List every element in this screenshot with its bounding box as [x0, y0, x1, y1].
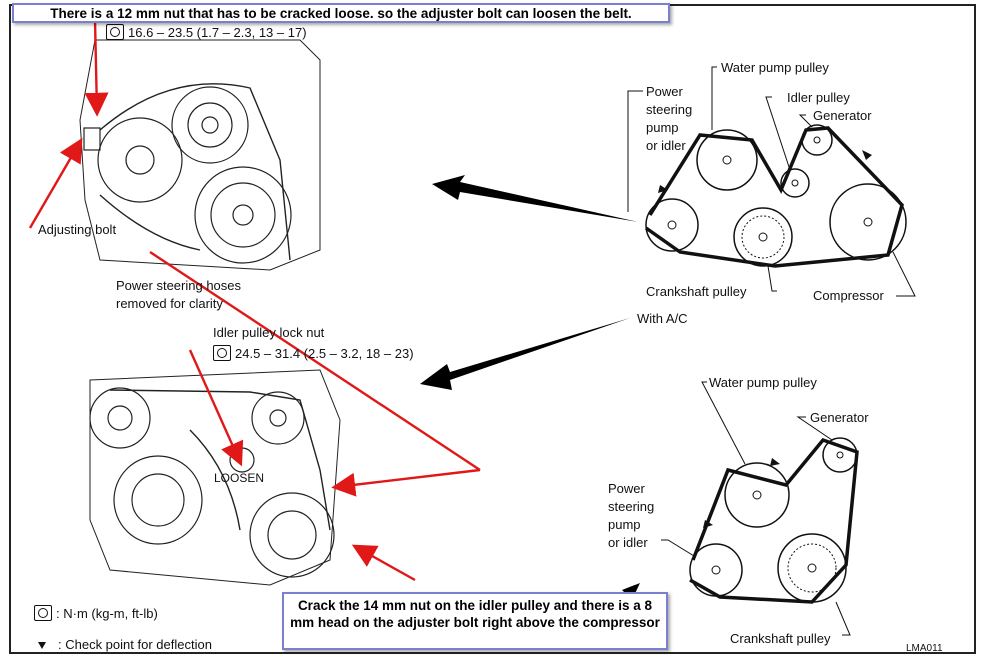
with-ac-label: With A/C — [637, 311, 688, 326]
ps-hoses-line1: Power steering hoses — [116, 278, 242, 293]
torque-top: 16.6 – 23.5 (1.7 – 2.3, 13 – 17) — [106, 24, 307, 40]
callout-top: There is a 12 mm nut that has to be crac… — [12, 3, 670, 23]
callout-top-text: There is a 12 mm nut that has to be crac… — [50, 6, 632, 21]
loosen-label: LOOSEN — [214, 471, 265, 485]
bottom-ps-line2: steering — [608, 499, 655, 514]
idler-lock-nut-label: Idler pulley lock nut — [213, 325, 325, 340]
black-arrows — [420, 175, 640, 600]
torque-wrench-icon — [213, 345, 231, 361]
bottom-ps-line3: pump — [608, 517, 641, 532]
legend-unit: : N·m (kg-m, ft-lb) — [34, 605, 158, 621]
bottom-generator-label: Generator — [810, 410, 869, 425]
legend-unit-text: : N·m (kg-m, ft-lb) — [56, 605, 158, 621]
belt-diagram-top — [644, 124, 907, 268]
top-crankshaft-label: Crankshaft pulley — [646, 284, 747, 299]
leader-lines — [627, 66, 916, 636]
checkpoint-markers — [38, 150, 872, 649]
bottom-crankshaft-label: Crankshaft pulley — [730, 631, 831, 646]
top-generator-label: Generator — [813, 108, 872, 123]
bottom-ps-line1: Power — [608, 481, 645, 496]
callout-bottom: Crack the 14 mm nut on the idler pulley … — [282, 592, 668, 650]
torque-mid: 24.5 – 31.4 (2.5 – 3.2, 18 – 23) — [213, 345, 414, 361]
top-ps-line1: Power — [646, 84, 683, 99]
top-water-pump-label: Water pump pulley — [721, 60, 829, 75]
bottom-water-pump-label: Water pump pulley — [709, 375, 817, 390]
adjusting-bolt-label: Adjusting bolt — [38, 222, 117, 237]
top-ps-line3: pump — [646, 120, 679, 135]
bottom-ps-line4: or idler — [608, 535, 648, 550]
top-compressor-label: Compressor — [813, 288, 884, 303]
ps-hoses-line2: removed for clarity — [116, 296, 223, 311]
engine-sketch-bottom — [89, 369, 341, 586]
top-ps-line2: steering — [646, 102, 693, 117]
torque-mid-value: 24.5 – 31.4 (2.5 – 3.2, 18 – 23) — [235, 345, 414, 361]
red-arrows — [28, 19, 481, 582]
top-idler-label: Idler pulley — [787, 90, 850, 105]
torque-top-value: 16.6 – 23.5 (1.7 – 2.3, 13 – 17) — [128, 24, 307, 40]
top-ps-line4: or idler — [646, 138, 686, 153]
callout-bottom-text: Crack the 14 mm nut on the idler pulley … — [290, 598, 660, 630]
belt-diagram-bottom — [689, 437, 859, 604]
legend-check: : Check point for deflection — [58, 637, 212, 652]
torque-wrench-icon — [34, 605, 52, 621]
figure-code: LMA011 — [906, 643, 943, 654]
torque-wrench-icon — [106, 24, 124, 40]
